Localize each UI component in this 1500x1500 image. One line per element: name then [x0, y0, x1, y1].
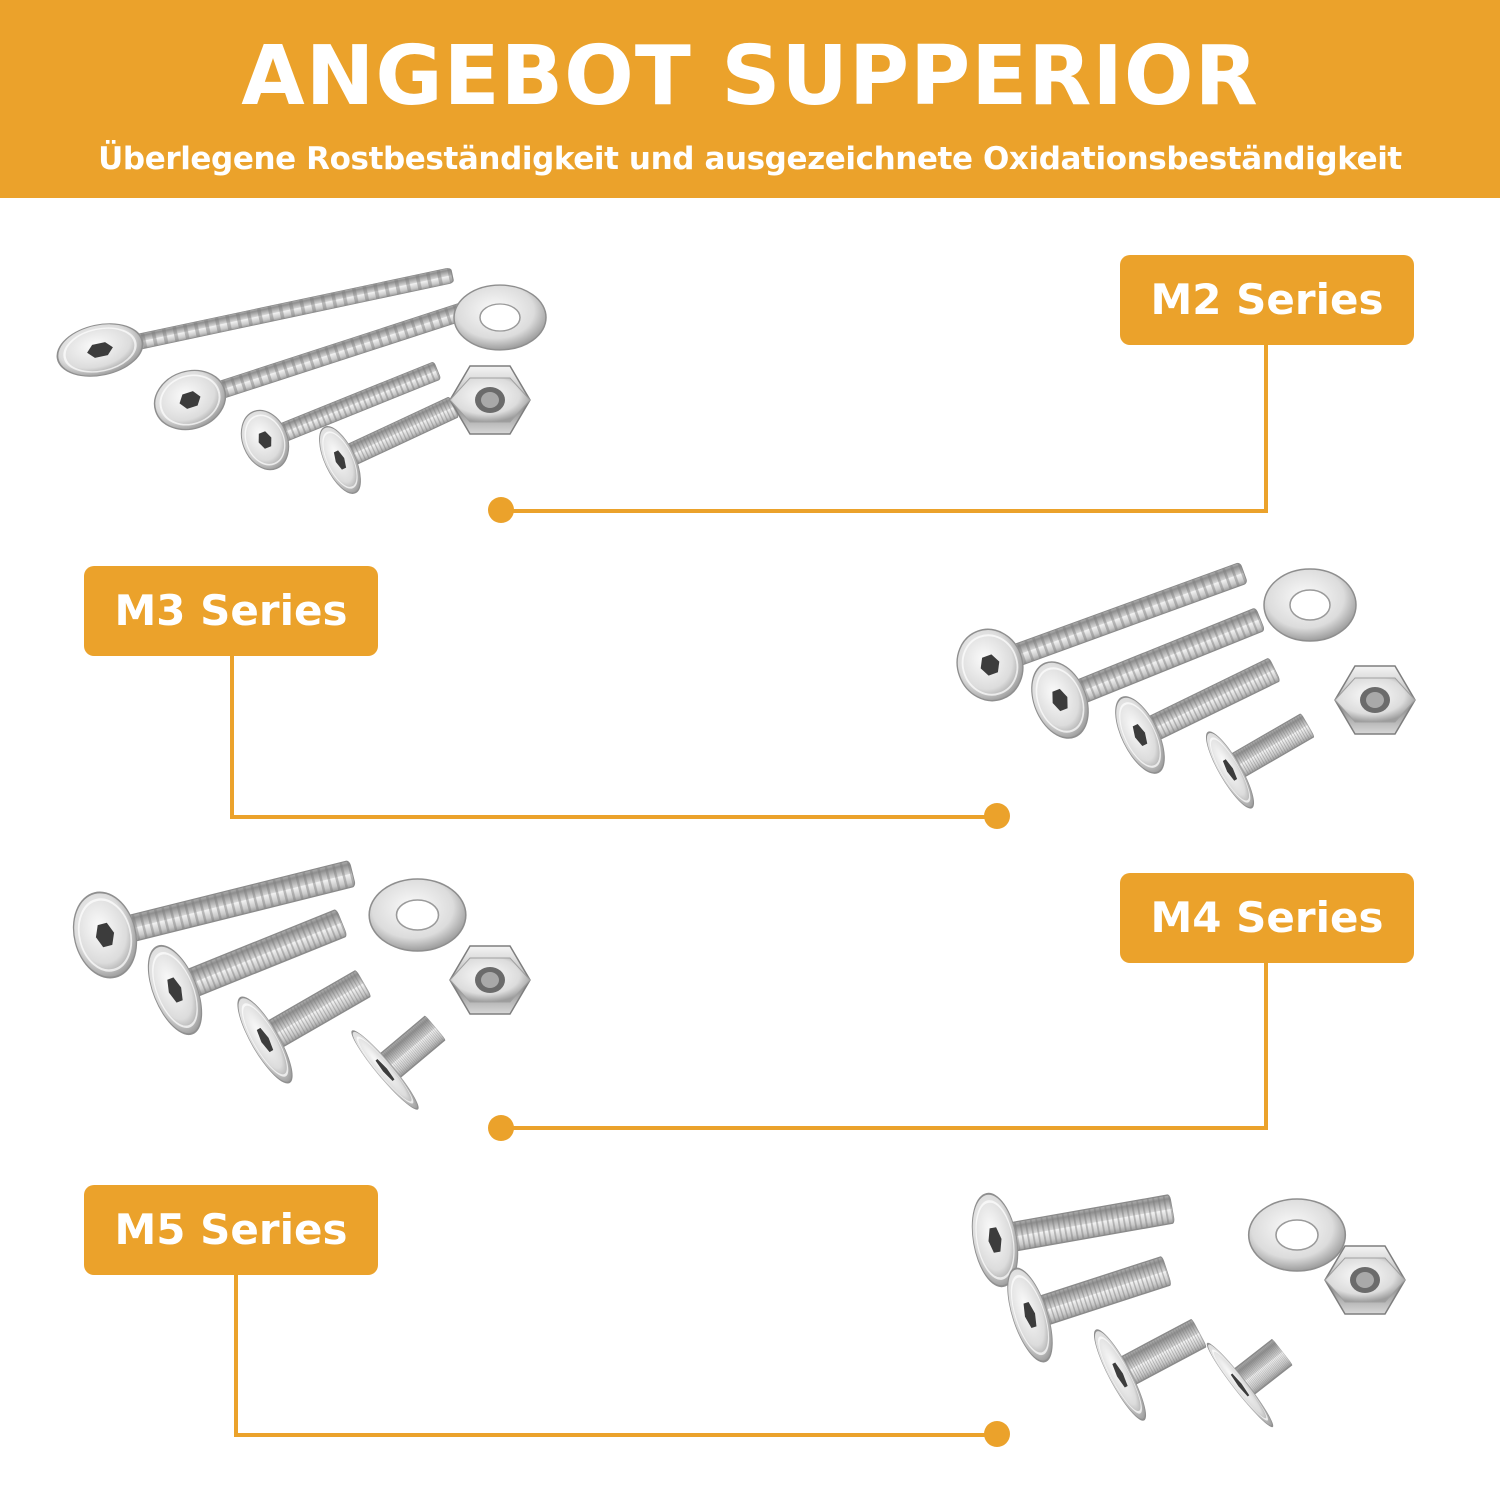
connector-m4-dot	[488, 1115, 514, 1141]
connector-m5-horizontal	[234, 1433, 996, 1437]
connector-m3-vertical	[230, 656, 234, 819]
m4-hardware-image	[50, 830, 570, 1140]
page-title: ANGEBOT SUPPERIOR	[241, 29, 1259, 124]
m2-hardware-image	[50, 249, 570, 520]
m5-hardware-image	[940, 1161, 1420, 1475]
connector-m2-vertical	[1264, 345, 1268, 512]
series-label-m4: M4 Series	[1120, 873, 1414, 963]
series-label-m3: M3 Series	[84, 566, 378, 656]
header-banner: ANGEBOT SUPPERIOR Überlegene Rostbeständ…	[0, 0, 1500, 198]
connector-m2-dot	[488, 497, 514, 523]
connector-m3-horizontal	[230, 815, 996, 819]
connector-m5-dot	[984, 1421, 1010, 1447]
m3-hardware-image	[940, 525, 1416, 825]
page-subtitle: Überlegene Rostbeständigkeit und ausgeze…	[98, 141, 1402, 177]
connector-m4-horizontal	[502, 1126, 1268, 1130]
connector-m3-dot	[984, 803, 1010, 829]
series-label-m5: M5 Series	[84, 1185, 378, 1275]
connector-m5-vertical	[234, 1275, 238, 1437]
connector-m2-horizontal	[502, 509, 1268, 513]
series-label-m2: M2 Series	[1120, 255, 1414, 345]
connector-m4-vertical	[1264, 963, 1268, 1130]
